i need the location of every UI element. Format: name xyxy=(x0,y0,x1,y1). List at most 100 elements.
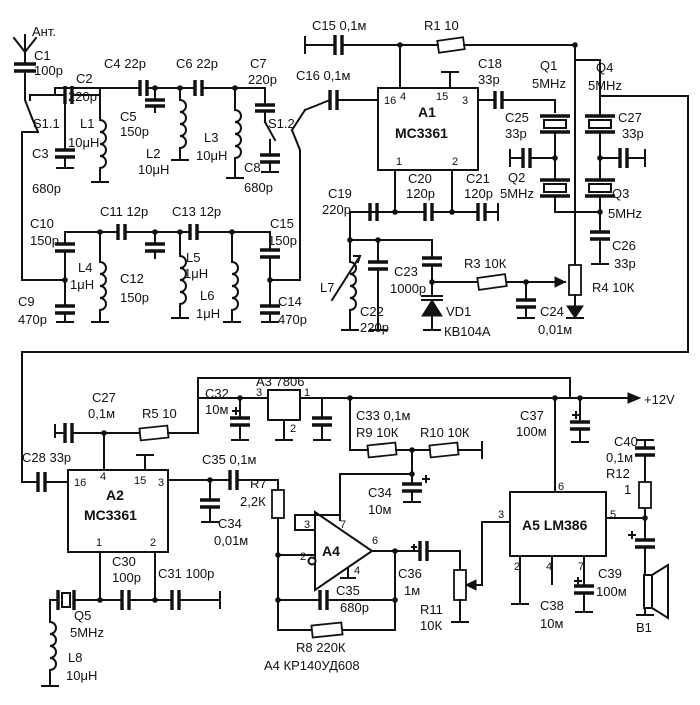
l2-label: L2 xyxy=(146,146,160,161)
r4-label: R4 10К xyxy=(592,280,635,295)
a1-pin15-wire xyxy=(441,71,459,89)
c37-value: 100м xyxy=(516,424,547,439)
antenna xyxy=(12,34,38,56)
c30-capacitor xyxy=(99,590,156,610)
q1-crystal xyxy=(540,114,570,179)
q3-label: Q3 xyxy=(612,186,629,201)
c14-label: C14 xyxy=(278,294,302,309)
a3-regulator xyxy=(267,389,301,421)
c3-capacitor xyxy=(55,103,75,169)
c26-capacitor xyxy=(590,230,610,265)
c34b-value: 10м xyxy=(368,502,391,517)
c37-capacitor xyxy=(570,397,590,443)
q4-label: Q4 xyxy=(596,60,613,75)
c12-value: 150р xyxy=(120,290,149,305)
r12-resistor xyxy=(638,481,652,509)
a3-pin2: 2 xyxy=(290,423,296,435)
c6-capacitor xyxy=(193,80,216,96)
c11-label: C11 12р xyxy=(100,204,148,219)
a3-pin3: 3 xyxy=(256,387,262,399)
a3-label: A3 7806 xyxy=(256,374,304,389)
c32-value: 10м xyxy=(205,402,228,417)
q5-value: 5MHz xyxy=(70,625,104,640)
a5-pin4: 4 xyxy=(546,561,552,573)
q2-crystal xyxy=(540,178,601,213)
a5-pin3: 3 xyxy=(498,509,504,521)
c18-value: 33р xyxy=(478,72,500,87)
r11-wiper-wire xyxy=(469,521,511,586)
c20-value: 120р xyxy=(406,186,435,201)
a4-pin3: 3 xyxy=(304,519,310,531)
r12-label: R12 xyxy=(606,466,630,481)
a1-type: MC3361 xyxy=(395,125,448,141)
c22-value: 220р xyxy=(360,320,389,335)
lower-filter-wire-right xyxy=(269,128,301,281)
c34-value: 0,01м xyxy=(214,533,248,548)
l4-inductor xyxy=(91,231,109,323)
c27-capacitor xyxy=(54,423,141,443)
c20-capacitor xyxy=(394,203,453,221)
r4-potentiometer xyxy=(568,264,582,296)
c21-value: 120р xyxy=(464,186,493,201)
s1-1-switch xyxy=(29,94,56,134)
a2-type: MC3361 xyxy=(84,507,137,523)
plus12v-label: +12V xyxy=(644,392,675,407)
a4-output-wire xyxy=(371,550,396,601)
c1-capacitor xyxy=(14,54,36,120)
a5-pin6: 6 xyxy=(558,481,564,493)
c31-label: C31 100р xyxy=(158,566,214,581)
r5-resistor xyxy=(138,424,170,442)
r11-value: 10К xyxy=(420,618,442,633)
r1-label: R1 10 xyxy=(424,18,459,33)
c30-label: C30 xyxy=(112,554,136,569)
c13-label: C13 12р xyxy=(172,204,221,219)
r5-label: R5 10 xyxy=(142,406,177,421)
vd1-label: VD1 xyxy=(446,304,471,319)
c9-label: C9 xyxy=(18,294,35,309)
r11-potentiometer xyxy=(453,569,467,601)
c35top-label: C35 0,1м xyxy=(202,452,257,467)
c38-label: C38 xyxy=(540,598,564,613)
c25-capacitor xyxy=(509,148,556,168)
c38-capacitor xyxy=(574,577,594,613)
c30-value: 100р xyxy=(112,570,141,585)
c39-label: C39 xyxy=(598,566,622,581)
r7-label: R7 xyxy=(250,476,267,491)
c1-label: C1 xyxy=(34,48,51,63)
c33-label: C33 0,1м xyxy=(356,408,411,423)
speaker-icon xyxy=(636,563,669,620)
c15b-label: C15 xyxy=(270,216,294,231)
c21-capacitor xyxy=(469,203,499,221)
r11-label: R11 xyxy=(420,602,443,617)
c3-value: 680р xyxy=(32,181,61,196)
c27t-label: C27 xyxy=(618,110,642,125)
c27t-value: 33р xyxy=(622,126,644,141)
a4-opamp xyxy=(314,510,374,592)
a1-label: A1 xyxy=(418,104,436,120)
c35-top-capacitor xyxy=(228,470,279,491)
l3-value: 10μH xyxy=(196,148,227,163)
c15-label: C15 0,1м xyxy=(312,18,367,33)
l2-value: 10μH xyxy=(138,162,169,177)
r7-value: 2,2К xyxy=(240,494,266,509)
a2-pin3: 3 xyxy=(158,477,164,489)
a5-label: A5 LM386 xyxy=(522,517,588,533)
a4-noninv-wire xyxy=(294,473,341,531)
c23-label: C23 xyxy=(394,264,418,279)
q2-label: Q2 xyxy=(508,170,525,185)
r8-resistor xyxy=(310,621,344,639)
c39-capacitor xyxy=(628,517,655,569)
a4-label: A4 xyxy=(322,543,340,559)
q4-crystal xyxy=(585,99,615,181)
l3-label: L3 xyxy=(204,130,218,145)
c26-value: 33р xyxy=(614,256,636,271)
c34-capacitor xyxy=(200,479,220,523)
l4-value: 1μH xyxy=(70,277,94,292)
c27-label: C27 xyxy=(92,390,116,405)
c38-value: 10м xyxy=(540,616,563,631)
c7-capacitor xyxy=(255,94,275,123)
c23-capacitor xyxy=(422,256,442,283)
c18-capacitor xyxy=(477,91,556,113)
l6-label: L6 xyxy=(200,288,214,303)
